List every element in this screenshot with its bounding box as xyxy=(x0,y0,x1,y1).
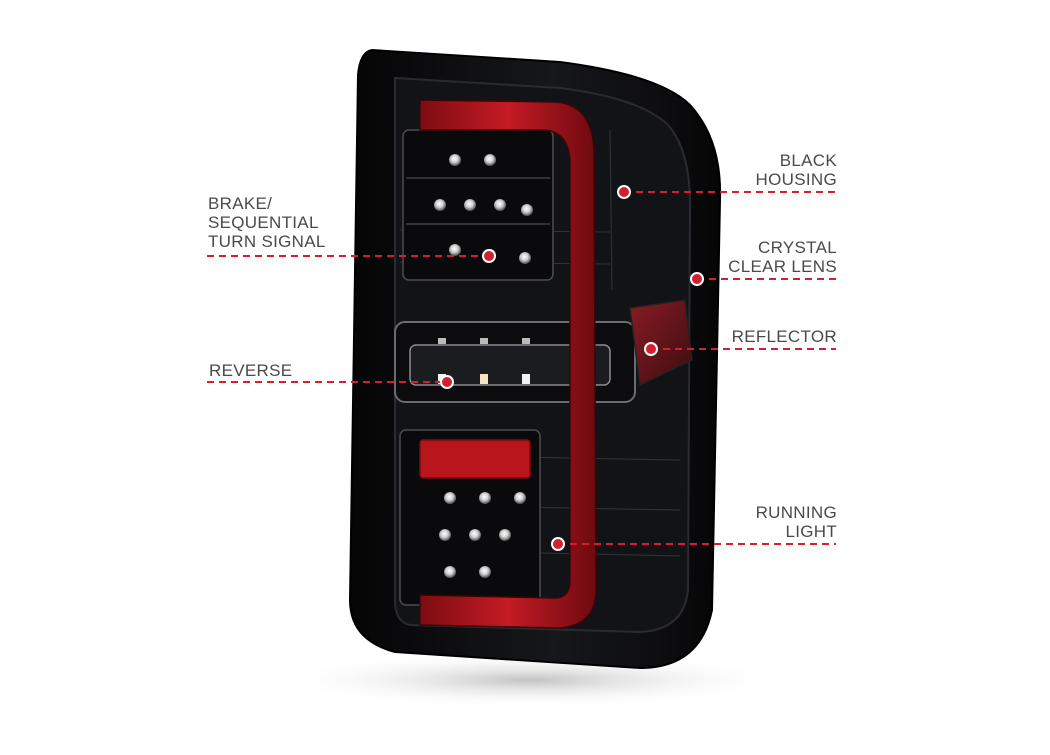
crystal-clear-lens-label-line1: CRYSTAL xyxy=(758,238,837,257)
black-housing-label-line2: HOUSING xyxy=(755,170,837,189)
brake-label-line2: SEQUENTIAL xyxy=(208,213,319,232)
brake-label-line3: TURN SIGNAL xyxy=(208,232,326,251)
running-light-label-line2: LIGHT xyxy=(785,522,837,541)
running-light-marker xyxy=(551,537,565,551)
running-light-label-line1: RUNNING xyxy=(755,503,837,522)
crystal-clear-lens-marker xyxy=(690,272,704,286)
brake-sequential-turn-signal-label: BRAKE/ SEQUENTIAL TURN SIGNAL xyxy=(208,194,326,251)
crystal-clear-lens-label-line2: CLEAR LENS xyxy=(728,257,837,276)
callout-markers xyxy=(440,185,704,551)
black-housing-marker xyxy=(617,185,631,199)
reflector-label: REFLECTOR xyxy=(732,327,837,346)
crystal-clear-lens-label: CRYSTAL CLEAR LENS xyxy=(728,238,837,276)
reflector-marker xyxy=(644,342,658,356)
reverse-lens xyxy=(409,344,611,386)
red-light-bar xyxy=(419,99,597,629)
lower-red-reflector xyxy=(419,439,531,479)
reverse-label: REVERSE xyxy=(209,361,292,380)
reverse-label-line1: REVERSE xyxy=(209,361,293,380)
reflector-label-line1: REFLECTOR xyxy=(731,327,837,346)
callout-lines xyxy=(207,191,836,545)
brake-label-line1: BRAKE/ xyxy=(208,194,273,213)
reverse-marker xyxy=(440,375,454,389)
upper-led-rows xyxy=(406,177,550,225)
lower-leds xyxy=(439,492,526,578)
black-housing-label: BLACK HOUSING xyxy=(756,151,837,189)
brake-marker xyxy=(482,249,496,263)
black-housing-label-line1: BLACK xyxy=(779,151,837,170)
running-light-label: RUNNING LIGHT xyxy=(756,503,837,541)
side-reflector xyxy=(629,299,693,387)
